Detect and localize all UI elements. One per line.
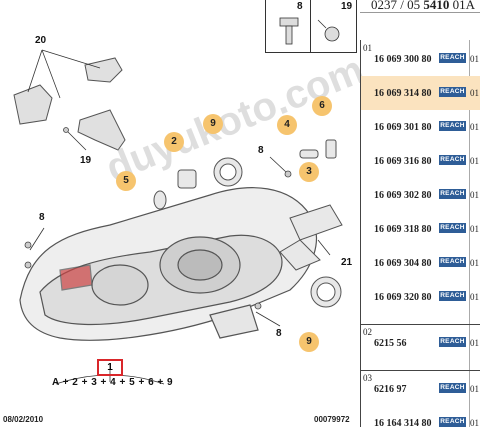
ref-bold: 5410 <box>423 0 450 12</box>
quantity: 01 <box>470 384 479 394</box>
reach-badge[interactable]: REACH <box>439 337 466 347</box>
group-label: 02 <box>363 327 372 337</box>
part-number[interactable]: 16 069 302 80 <box>374 190 432 201</box>
callout-2[interactable]: 2 <box>164 132 184 152</box>
parts-row[interactable]: 16 069 318 80 REACH 01 <box>373 212 480 246</box>
part-number[interactable]: 16 069 320 80 <box>374 292 432 303</box>
bolt-shank-icon <box>285 25 293 45</box>
part-number[interactable]: 6216 97 <box>374 384 407 395</box>
headlamp-assembly[interactable] <box>19 187 318 341</box>
part-number[interactable]: 16 069 300 80 <box>374 54 432 65</box>
quantity: 01 <box>470 258 479 268</box>
parts-row[interactable]: 16 069 304 80 REACH 01 <box>373 246 480 280</box>
part-number[interactable]: 6215 56 <box>374 338 407 349</box>
inset-label-right: 19 <box>341 1 353 12</box>
part-number[interactable]: 16 164 314 80 <box>374 418 432 429</box>
callout-4[interactable]: 4 <box>277 115 297 135</box>
reach-badge[interactable]: REACH <box>439 155 466 165</box>
document-number: 00079972 <box>314 415 350 424</box>
quantity: 01 <box>470 156 479 166</box>
reach-badge[interactable]: REACH <box>439 121 466 131</box>
part-number[interactable]: 16 069 316 80 <box>374 156 432 167</box>
group-label: 01 <box>363 43 372 53</box>
callout-5[interactable]: 5 <box>116 171 136 191</box>
parts-row[interactable]: 16 069 314 80 REACH 01 <box>361 76 480 110</box>
header-divider <box>360 12 480 13</box>
quantity: 01 <box>470 292 479 302</box>
publication-date: 08/02/2010 <box>3 415 44 424</box>
inset-divider <box>310 0 311 52</box>
ref-number-8-top[interactable]: 8 <box>258 145 264 156</box>
screw-parts[interactable] <box>24 127 292 310</box>
reach-badge[interactable]: REACH <box>439 87 466 97</box>
page-reference: 0237 / 05 5410 01A <box>371 0 475 13</box>
assembly-formula: A + 2 + 3 + 4 + 5 + 6 + 9 <box>52 377 174 388</box>
part-number[interactable]: 16 069 304 80 <box>374 258 432 269</box>
ref-number-21[interactable]: 21 <box>341 257 353 268</box>
reach-badge[interactable]: REACH <box>439 189 466 199</box>
quantity: 01 <box>470 54 479 64</box>
part-number[interactable]: 16 069 318 80 <box>374 224 432 235</box>
reach-badge[interactable]: REACH <box>439 291 466 301</box>
bracket-parts[interactable] <box>13 57 126 151</box>
parts-row[interactable]: 16 069 302 80 REACH 01 <box>373 178 480 212</box>
inset-label-left: 8 <box>297 1 303 12</box>
parts-row[interactable]: 16 069 300 80 REACH 01 <box>373 42 480 76</box>
bolt-head-icon <box>279 17 299 27</box>
parts-row[interactable]: 6216 97 REACH 01 <box>373 372 480 406</box>
parts-row[interactable]: 16 069 301 80 REACH 01 <box>373 110 480 144</box>
reach-badge[interactable]: REACH <box>439 417 466 427</box>
quantity: 01 <box>470 190 479 200</box>
ref-prefix: 0237 / 05 <box>371 0 424 12</box>
parts-row[interactable]: 16 069 320 80 REACH 01 <box>373 280 480 314</box>
screw-head-icon <box>324 26 340 42</box>
group-label: 03 <box>363 373 372 383</box>
leader-lines <box>27 49 331 385</box>
parts-row[interactable]: 6215 56 REACH 01 <box>373 326 480 360</box>
group-separator <box>361 324 480 325</box>
group-separator <box>361 370 480 371</box>
ref-number-8-bottom[interactable]: 8 <box>276 328 282 339</box>
ref-suffix: 01A <box>449 0 476 12</box>
quantity: 01 <box>470 122 479 132</box>
bulbs-and-caps[interactable] <box>153 139 343 308</box>
main-part-reference[interactable]: 1 <box>97 359 123 376</box>
fastener-icons <box>279 17 340 45</box>
reach-badge[interactable]: REACH <box>439 257 466 267</box>
callout-9-bottom[interactable]: 9 <box>299 332 319 352</box>
ref-number-19[interactable]: 19 <box>80 155 92 166</box>
fastener-inset: 8 19 <box>265 0 357 53</box>
part-number[interactable]: 16 069 301 80 <box>374 122 432 133</box>
reach-badge[interactable]: REACH <box>439 53 466 63</box>
ref-number-20[interactable]: 20 <box>35 35 47 46</box>
part-number[interactable]: 16 069 314 80 <box>374 88 432 99</box>
quantity: 01 <box>470 338 479 348</box>
reach-badge[interactable]: REACH <box>439 383 466 393</box>
callout-6[interactable]: 6 <box>312 96 332 116</box>
ref-number-8-left[interactable]: 8 <box>39 212 45 223</box>
quantity: 01 <box>470 88 479 98</box>
callout-9-top[interactable]: 9 <box>203 114 223 134</box>
callout-3[interactable]: 3 <box>299 162 319 182</box>
quantity: 01 <box>470 224 479 234</box>
headlamp-drawing <box>13 49 343 385</box>
reach-badge[interactable]: REACH <box>439 223 466 233</box>
parts-row[interactable]: 16 069 316 80 REACH 01 <box>373 144 480 178</box>
exploded-parts-diagram <box>13 49 343 385</box>
quantity: 01 <box>470 418 479 428</box>
parts-row[interactable]: 16 164 314 80 REACH 01 <box>373 406 480 440</box>
column-divider <box>469 40 470 427</box>
